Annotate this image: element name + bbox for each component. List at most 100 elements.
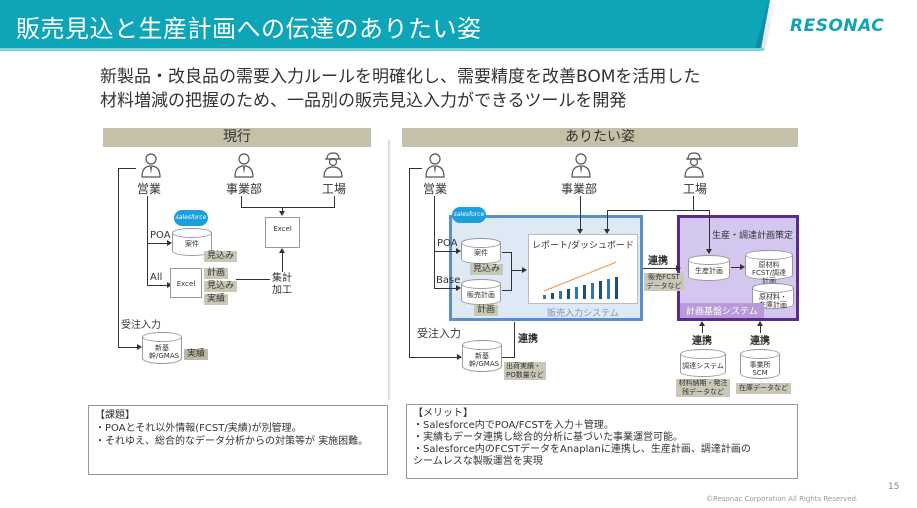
merit-item-2: ・実績もデータ連携し総合的分析に基づいた事業運営可能。	[413, 432, 683, 443]
gmas-link-label: 連携	[518, 334, 538, 345]
merits-box: 【メリット】 ・Salesforce内でPOA/FCSTを入力＋管理。 ・実績も…	[406, 404, 798, 479]
arrow-sf-to-plan	[676, 265, 681, 271]
issues-title: 【課題】	[95, 410, 135, 421]
future-plan-db: 販売計画	[461, 279, 501, 305]
report-title: レポート/ダッシュボード	[531, 241, 635, 251]
future-plan-tag: 計画	[474, 305, 499, 316]
mini-chart-bar	[567, 289, 570, 299]
merit-item-1: ・Salesforce内でPOA/FCSTを入力＋管理。	[413, 420, 614, 431]
line-division-down	[241, 196, 242, 207]
future-line-division-down	[580, 196, 581, 232]
current-actor-sales: 営業	[137, 182, 162, 196]
cyl-top	[172, 228, 212, 238]
current-gmas-tag: 実績	[184, 349, 209, 360]
arrow-procure-up	[699, 321, 705, 326]
cyl-top	[752, 283, 794, 293]
future-line-factory-production	[709, 210, 710, 253]
sf-plan-link-tag: 販売FCSTデータなど	[644, 273, 684, 291]
mini-chart-bar	[583, 285, 586, 299]
copyright: ©Resonac Corporation All Rights Reserved…	[706, 495, 859, 503]
plan-system-label: 計画基盤システム	[680, 303, 764, 318]
future-line-factory-report	[607, 210, 608, 232]
arrow-production-material	[740, 264, 745, 270]
future-frame-top	[409, 168, 422, 169]
inventory-plan-db-label: 原材料・在庫計画	[759, 293, 787, 309]
future-line-base	[434, 288, 458, 289]
lead-text: 新製品・改良品の需要入力ルールを明確化し、需要精度を改善BOMを活用した 材料増…	[100, 65, 700, 113]
line-to-report	[511, 270, 524, 271]
arrow-order-input	[137, 344, 142, 350]
division-person-icon	[234, 153, 254, 178]
sf-plan-link-label: 連携	[648, 256, 668, 267]
future-case-db-label: 案件	[474, 249, 488, 257]
current-excel-doc: Excel	[265, 217, 300, 248]
issue-item-1: ・POAとそれ以外情報(FCST/実績)が別管理。	[95, 423, 302, 434]
current-actor-division: 事業部	[226, 182, 263, 196]
sales-system-label: 販売入力システム	[547, 309, 619, 319]
line-gmas-link-h	[502, 357, 515, 358]
lead-line-2: 材料増減の把握のため、一品別の販売見込入力ができるツールを開発	[100, 91, 627, 111]
future-case-db: 案件	[461, 238, 501, 264]
merit-item-3: ・Salesforce内のFCSTデータをAnaplanに連携し、生産計画、調達…	[413, 444, 751, 455]
mini-chart-bar	[591, 283, 594, 299]
line-merge	[241, 207, 335, 208]
line-poa	[147, 243, 169, 244]
future-actor-sales: 営業	[423, 182, 448, 196]
line-scm-up	[760, 324, 761, 333]
current-heading: 現行	[103, 128, 371, 147]
sales-person-icon	[141, 153, 161, 178]
line-gmas-link	[514, 322, 515, 358]
future-line-factory-down	[693, 196, 694, 210]
current-case-db-label: 案件	[185, 240, 199, 248]
line-order-input	[118, 347, 140, 348]
line-sf-to-plan	[643, 268, 677, 269]
procure-link-label: 連携	[692, 336, 712, 347]
lead-line-1: 新製品・改良品の需要入力ルールを明確化し、需要精度を改善BOMを活用した	[100, 67, 701, 87]
merit-item-4: シームレスな製販運営を実現	[413, 456, 543, 467]
scm-tag: 在庫データなど	[736, 383, 791, 394]
mini-chart-bar	[599, 281, 602, 299]
future-arrow-division	[577, 229, 583, 234]
all-label: All	[150, 272, 163, 283]
current-order-input-label: 受注入力	[121, 320, 161, 331]
mini-chart-bar	[559, 291, 562, 299]
future-case-tag: 見込み	[470, 264, 504, 275]
procurement-system-db: 調達システム	[680, 349, 726, 377]
cyl-top	[740, 349, 780, 359]
line-procure-up	[702, 324, 703, 333]
future-line-factory-link	[607, 210, 709, 211]
current-actor-factory: 工場	[322, 182, 347, 196]
cyl-top	[745, 250, 793, 260]
cyl-top	[462, 340, 502, 350]
future-arrow-factory-production	[706, 249, 712, 254]
future-arrow-order-input	[457, 354, 462, 360]
line-factory-down	[334, 196, 335, 207]
issue-item-2: ・それゆえ、総合的なデータ分析からの対策等が 実施困難。	[95, 436, 369, 447]
future-actor-division: 事業部	[561, 182, 598, 196]
cyl-top	[142, 332, 182, 342]
panel-divider	[388, 140, 391, 400]
future-order-input-label: 受注入力	[417, 327, 461, 340]
procurement-system-db-label: 調達システム	[682, 362, 724, 370]
scm-link-label: 連携	[750, 336, 770, 347]
mini-chart-bar	[607, 279, 610, 299]
line-db-merge	[511, 252, 512, 291]
company-logo: RESONAC	[790, 16, 885, 36]
future-factory-worker-icon	[684, 152, 704, 178]
arrow-poa	[167, 240, 172, 246]
current-frame-top	[118, 168, 136, 169]
report-mini-chart	[543, 261, 618, 299]
future-division-person-icon	[571, 153, 591, 178]
arrow-scm-up	[757, 321, 763, 326]
future-poa-label: POA	[437, 238, 458, 249]
future-arrow-base	[456, 285, 461, 291]
current-all-excel: Excel	[170, 268, 202, 298]
title-banner	[0, 0, 770, 50]
excel-tag-plan: 計画	[204, 268, 229, 279]
future-arrow-poa	[456, 248, 461, 254]
future-line-order-input	[409, 357, 461, 358]
factory-worker-icon	[323, 152, 343, 178]
scm-db: 事業所SCM	[740, 349, 780, 379]
future-arrow-factory-report	[604, 229, 610, 234]
arrow-aggregate-up	[279, 248, 285, 253]
